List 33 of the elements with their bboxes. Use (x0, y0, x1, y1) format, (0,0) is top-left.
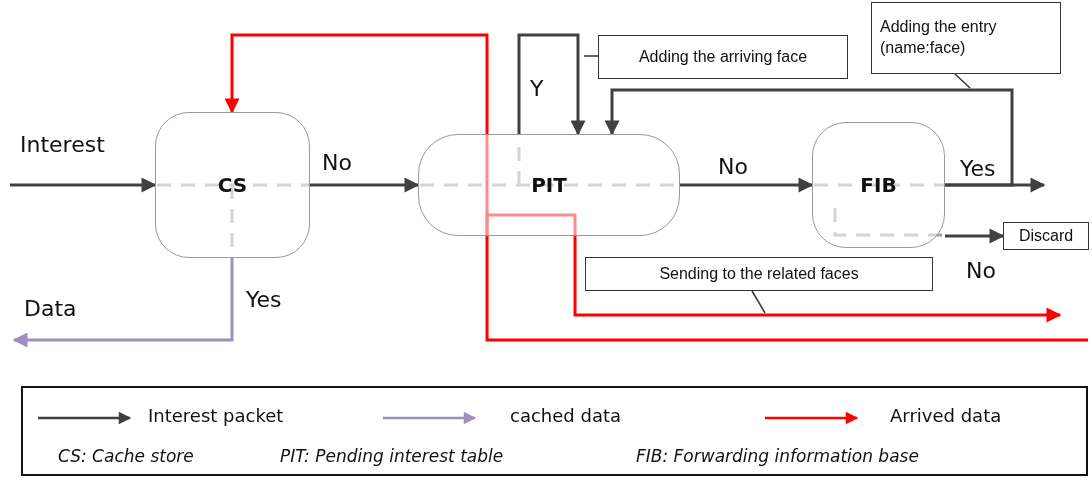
arrow (604, 88, 1014, 187)
arrow (945, 228, 1005, 244)
arrow (310, 177, 420, 193)
edge-label: No (966, 258, 996, 283)
legend-text: cached data (510, 405, 621, 426)
callout-box: Adding the entry (name:face) (871, 2, 1061, 74)
edge-label: No (718, 154, 748, 179)
edge-label: Interest (20, 132, 105, 157)
arrow (680, 177, 814, 193)
result-box: Discard (1003, 222, 1089, 250)
arrow (485, 213, 1062, 323)
arrow (10, 177, 157, 193)
edge-label: Y (530, 76, 544, 101)
output-label: Data (24, 296, 77, 321)
leader-line (954, 73, 971, 89)
edge-label: Yes (960, 156, 996, 181)
process-box: FIB (812, 122, 945, 248)
edge-label: No (322, 150, 352, 175)
leader-line (751, 290, 766, 314)
legend-text: Interest packet (148, 405, 284, 426)
legend-note: FIB: Forwarding information base (636, 446, 919, 466)
arrow (12, 258, 234, 348)
leader-line (583, 55, 599, 57)
legend-text: Arrived data (890, 405, 1002, 426)
edge-label: Yes (246, 287, 282, 312)
legend-note: CS: Cache store (58, 446, 194, 466)
arrow (517, 33, 586, 136)
callout-box: Adding the arriving face (598, 35, 848, 79)
legend-note: PIT: Pending interest table (280, 446, 504, 466)
process-box: CS (155, 112, 310, 258)
callout-box: Sending to the related faces (585, 257, 933, 291)
process-box: PIT (418, 134, 680, 236)
arrow (224, 33, 1088, 342)
